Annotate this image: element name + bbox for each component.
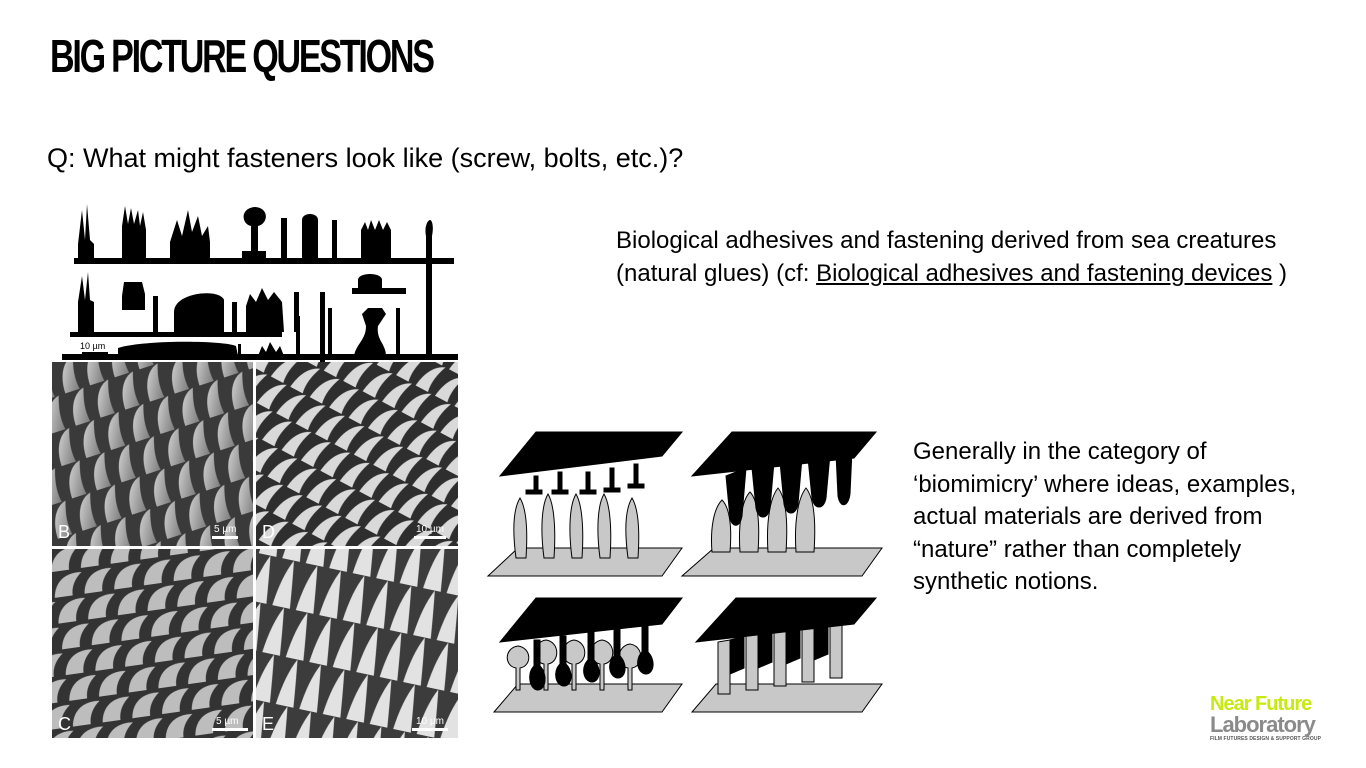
sem-micrographs-figure: B 5 µm D 10 µm C 5 µm E 10 µm <box>52 362 458 738</box>
adhesives-paragraph: Biological adhesives and fastening deriv… <box>616 224 1316 290</box>
near-future-laboratory-logo: Near Future Laboratory FILM FUTURES DESI… <box>1210 694 1345 743</box>
paragraph-prefix: Biological adhesives and fastening deriv… <box>616 227 1277 287</box>
paragraph-suffix: ) <box>1272 260 1288 287</box>
panel-b-label: B <box>58 522 70 542</box>
panel-e-scale: 10 µm <box>416 716 444 727</box>
logo-line-1: Near Future <box>1210 693 1312 715</box>
panel-c-scale: 5 µm <box>216 716 238 727</box>
panel-b-scale: 5 µm <box>214 524 236 535</box>
silhouette-scale-label: 10 µm <box>80 341 105 351</box>
logo-tagline: FILM FUTURES DESIGN & SUPPORT GROUP <box>1210 736 1322 742</box>
question-text: Q: What might fasteners look like (screw… <box>47 143 684 173</box>
biological-adhesives-link[interactable]: Biological adhesives and fastening devic… <box>816 260 1273 287</box>
panel-d-scale: 10 µm <box>416 524 444 535</box>
panel-d-label: D <box>262 522 275 542</box>
panel-c-label: C <box>58 714 71 734</box>
fastening-models-figure <box>486 431 883 713</box>
slide-title: BIG PICTURE QUESTIONS <box>50 30 435 82</box>
biomimicry-paragraph: Generally in the category of ‘biomimicry… <box>913 438 1297 595</box>
panel-e-label: E <box>262 714 274 734</box>
logo-line-2: Laboratory <box>1210 712 1316 737</box>
hair-silhouettes-figure: 10 µm <box>62 204 458 362</box>
